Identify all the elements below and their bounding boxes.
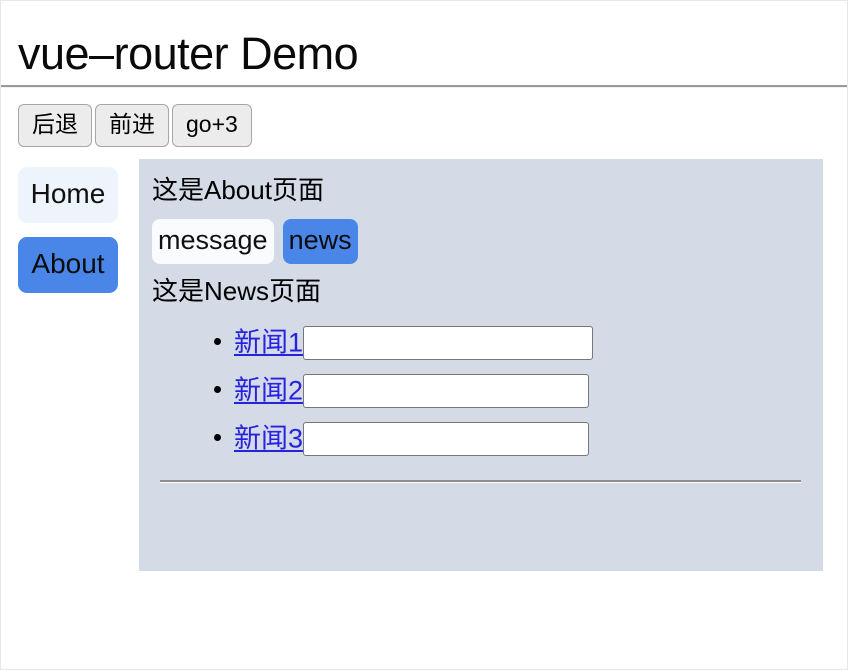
list-item: 新闻3 (234, 422, 811, 456)
list-item: 新闻2 (234, 374, 811, 408)
tab-news[interactable]: news (282, 219, 358, 264)
go-plus-3-button[interactable]: go+3 (172, 104, 252, 147)
sidebar-nav: Home About (18, 159, 120, 307)
news-link-2[interactable]: 新闻2 (234, 375, 304, 406)
main-layout: Home About 这是About页面 message news 这是News… (1, 159, 847, 571)
history-controls: 后退 前进 go+3 (1, 88, 847, 147)
header-divider (1, 85, 847, 88)
news-page-heading: 这是News页面 (152, 276, 322, 306)
page-title: vue–router Demo (18, 28, 359, 79)
panel-footer-divider (160, 480, 801, 483)
news-input-3[interactable] (303, 422, 590, 456)
list-item: 新闻1 (234, 326, 811, 360)
sidebar-item-home[interactable]: Home (18, 167, 118, 223)
news-input-1[interactable] (303, 326, 594, 360)
content-panel: 这是About页面 message news 这是News页面 新闻1 新闻2 … (139, 159, 823, 571)
sidebar-item-about[interactable]: About (18, 237, 118, 293)
back-button[interactable]: 后退 (18, 104, 92, 147)
news-input-2[interactable] (303, 374, 590, 408)
about-page-heading: 这是About页面 (152, 175, 324, 205)
news-link-1[interactable]: 新闻1 (234, 327, 304, 358)
tab-message[interactable]: message (152, 219, 274, 264)
news-list: 新闻1 新闻2 新闻3 (150, 326, 811, 456)
news-link-3[interactable]: 新闻3 (234, 423, 304, 454)
about-tabs: message news (150, 219, 811, 264)
forward-button[interactable]: 前进 (95, 104, 169, 147)
